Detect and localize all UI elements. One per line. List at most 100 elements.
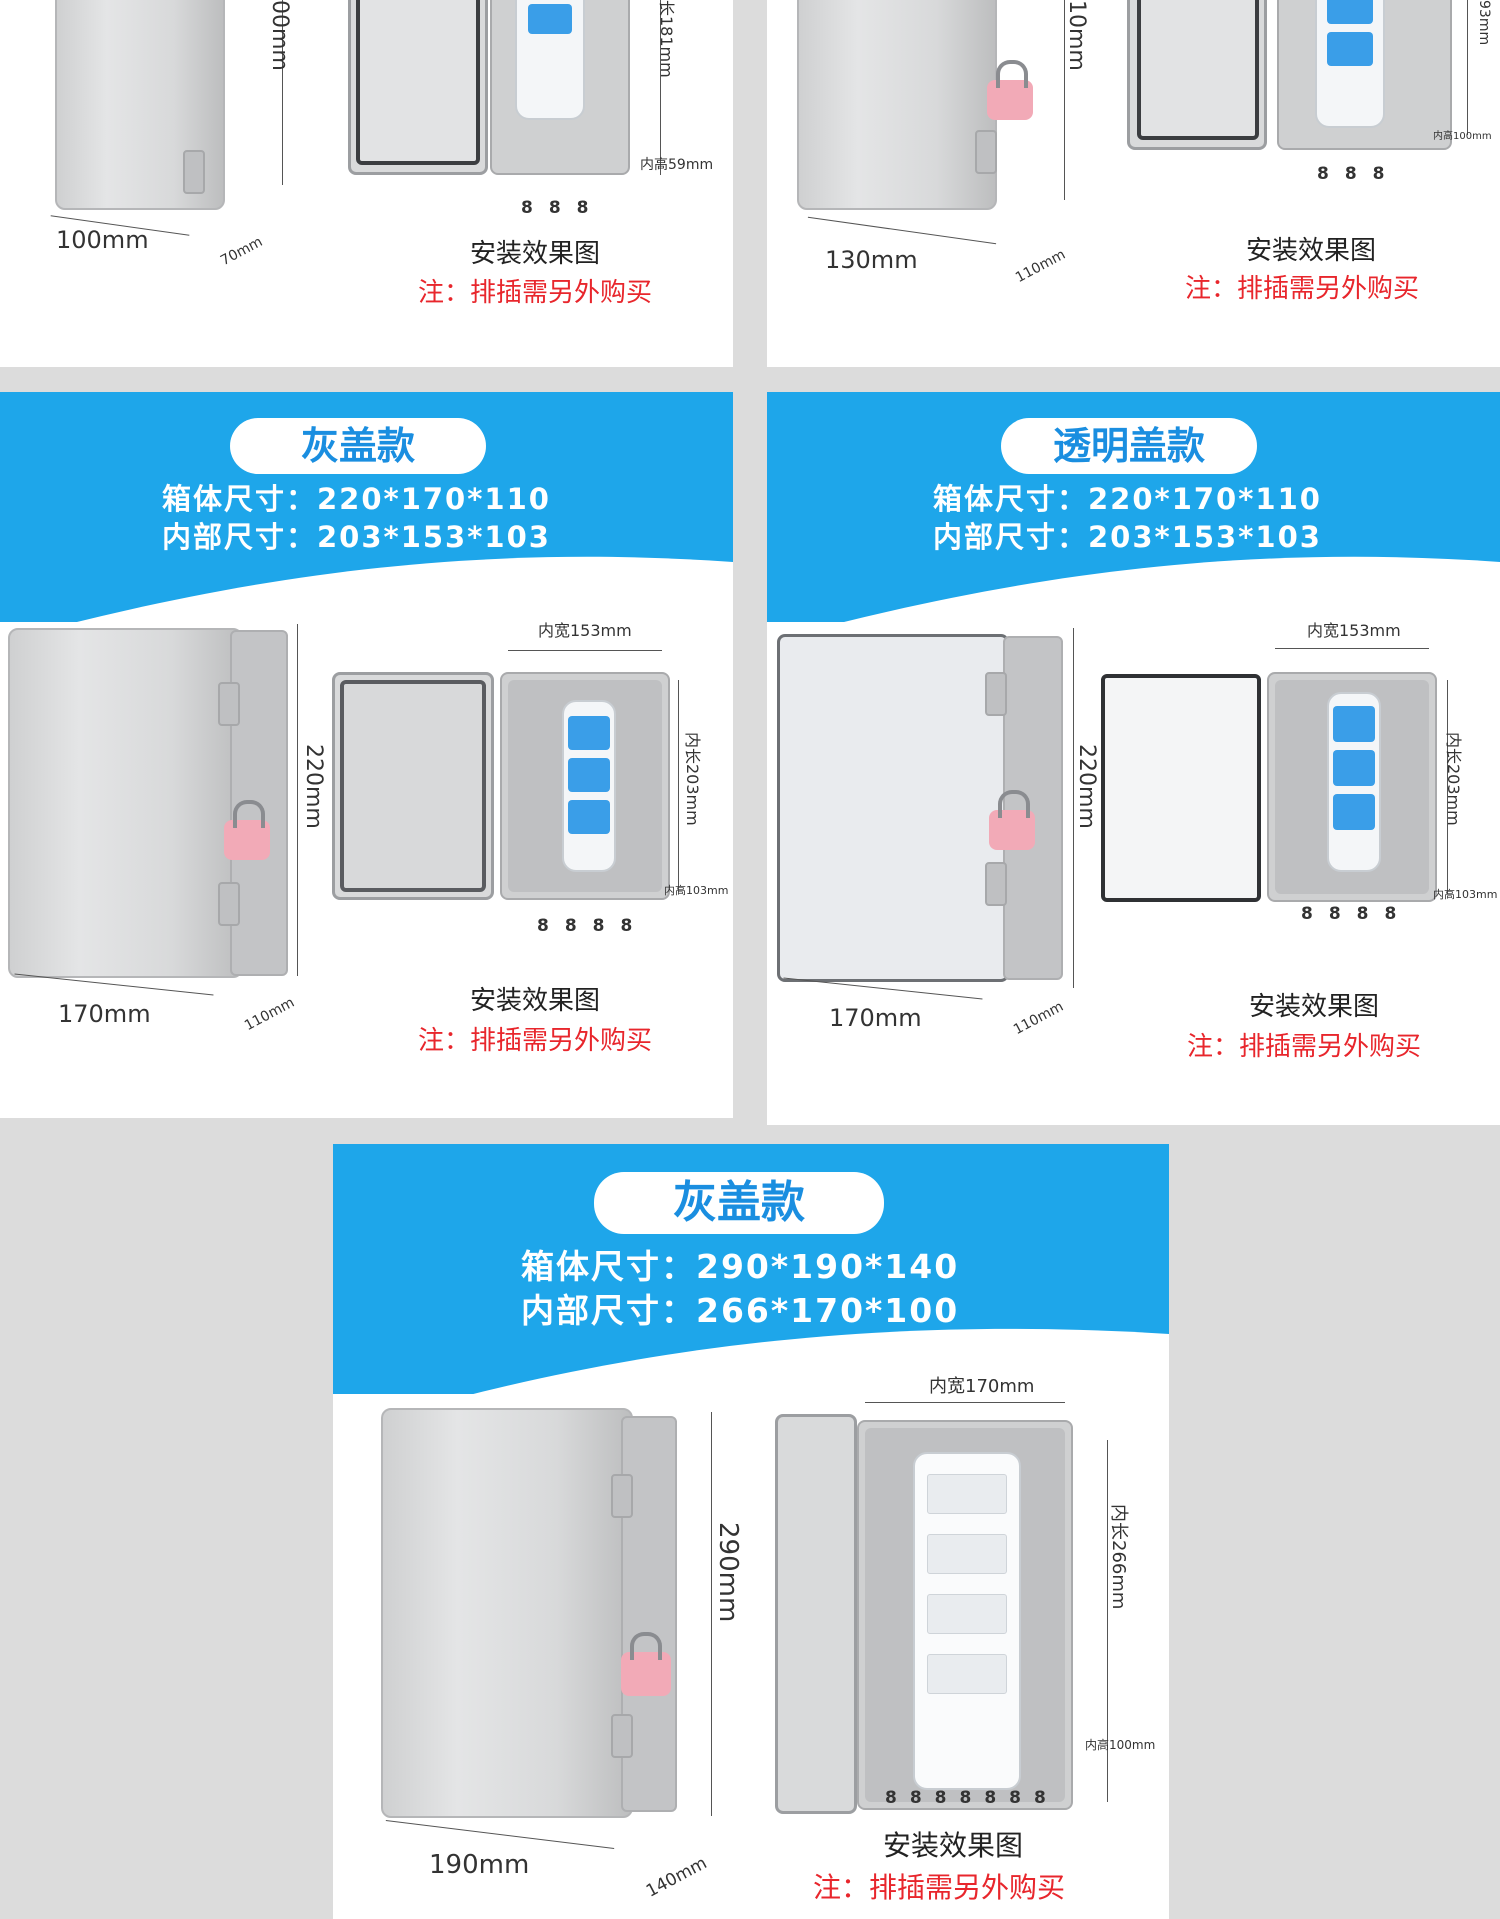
depth-dim-label: 140mm bbox=[643, 1853, 711, 1902]
socket-icon bbox=[568, 716, 610, 750]
height-dim-line bbox=[297, 624, 298, 976]
height-dim-label: 220mm bbox=[301, 744, 326, 829]
purchase-note: 注：排插需另外购买 bbox=[418, 1026, 653, 1056]
hinge bbox=[183, 150, 205, 194]
lid-inner-frame bbox=[1137, 0, 1259, 140]
product-panel-grey-lid-290: 灰盖款 箱体尺寸：290*190*140 内部尺寸：266*170*100 29… bbox=[333, 1144, 1169, 1919]
combination-lock bbox=[224, 800, 270, 860]
box-size-spec: 箱体尺寸：220*170*110 bbox=[162, 482, 551, 516]
box-size-spec: 箱体尺寸：290*190*140 bbox=[521, 1247, 960, 1286]
variant-title: 透明盖款 bbox=[1001, 418, 1257, 474]
mounting-holes-label: 888 bbox=[521, 198, 605, 218]
box-size-spec: 箱体尺寸：220*170*110 bbox=[933, 482, 1322, 516]
socket-icon bbox=[927, 1654, 1007, 1694]
hinge-top bbox=[218, 682, 240, 726]
inner-width-line bbox=[865, 1402, 1065, 1403]
inner-width-line bbox=[1275, 648, 1429, 649]
depth-dim-label: 110mm bbox=[242, 994, 298, 1035]
width-dim-line bbox=[807, 216, 997, 245]
inner-width-line bbox=[508, 650, 662, 651]
transparent-lid-frame bbox=[1101, 674, 1261, 902]
inner-length-line bbox=[1467, 0, 1468, 135]
socket-icon bbox=[1327, 0, 1373, 24]
inner-length-label: 93mm bbox=[1476, 0, 1492, 46]
depth-dim-label: 70mm bbox=[218, 233, 266, 270]
install-caption: 安装效果图 bbox=[470, 239, 601, 269]
inner-height-label: 内高103mm bbox=[1433, 888, 1498, 901]
width-dim-label: 170mm bbox=[829, 1004, 922, 1032]
lid-inner-frame bbox=[340, 680, 486, 892]
inner-size-spec: 内部尺寸：203*153*103 bbox=[933, 520, 1322, 554]
inner-height-label: 内高100mm bbox=[1085, 1738, 1156, 1752]
purchase-note: 注：排插需另外购买 bbox=[813, 1871, 1066, 1904]
purchase-note: 注：排插需另外购买 bbox=[1185, 274, 1420, 304]
inner-height-label: 内高59mm bbox=[640, 157, 714, 173]
combination-lock bbox=[621, 1632, 671, 1696]
combination-lock bbox=[987, 60, 1033, 120]
box-side-panel bbox=[1003, 636, 1063, 980]
inner-length-line bbox=[1107, 1440, 1108, 1802]
variant-title: 灰盖款 bbox=[594, 1172, 884, 1234]
width-dim-label: 170mm bbox=[58, 1000, 151, 1028]
variant-title: 灰盖款 bbox=[230, 418, 486, 474]
install-caption: 安装效果图 bbox=[1246, 236, 1377, 266]
socket-icon bbox=[568, 800, 610, 834]
purchase-note: 注：排插需另外购买 bbox=[1187, 1032, 1422, 1062]
socket-icon bbox=[568, 758, 610, 792]
height-dim-label: 290mm bbox=[713, 1522, 743, 1623]
socket-icon bbox=[927, 1474, 1007, 1514]
socket-icon bbox=[1333, 706, 1375, 742]
socket-icon bbox=[927, 1594, 1007, 1634]
product-panel-top-right: 10mm 130mm 110mm 93mm 内高100mm 888 安装效果图 … bbox=[767, 0, 1500, 367]
product-panel-top-left: 00mm 100mm 70mm 长181mm 内高59mm 888 安装效果图 … bbox=[0, 0, 733, 367]
width-dim-line bbox=[385, 1819, 615, 1850]
transparent-box-illustration bbox=[777, 634, 1009, 982]
hinge-top bbox=[985, 672, 1007, 716]
mounting-holes-label: 888 bbox=[1317, 164, 1401, 184]
inner-length-line bbox=[678, 680, 679, 892]
hinge bbox=[975, 130, 997, 174]
width-dim-label: 190mm bbox=[429, 1850, 530, 1880]
inner-length-label: 长181mm bbox=[657, 0, 676, 78]
inner-width-label: 内宽170mm bbox=[929, 1376, 1035, 1397]
height-dim-label: 00mm bbox=[267, 0, 292, 71]
purchase-note: 注：排插需另外购买 bbox=[418, 278, 653, 308]
product-panel-transparent-lid-220: 透明盖款 箱体尺寸：220*170*110 内部尺寸：203*153*103 2… bbox=[767, 392, 1500, 1125]
depth-dim-label: 110mm bbox=[1013, 246, 1069, 287]
closed-box-illustration bbox=[797, 0, 997, 210]
inner-width-label: 内宽153mm bbox=[1307, 621, 1401, 640]
hinge-bottom bbox=[218, 882, 240, 926]
inner-height-label: 内高103mm bbox=[664, 884, 729, 897]
socket-icon bbox=[1333, 794, 1375, 830]
mounting-holes-label: 8888888 bbox=[885, 1788, 1059, 1808]
height-dim-line bbox=[711, 1412, 712, 1816]
mounting-holes-label: 8888 bbox=[1301, 904, 1413, 924]
install-caption: 安装效果图 bbox=[883, 1829, 1024, 1862]
mounting-holes-label: 8888 bbox=[537, 916, 649, 936]
inner-length-label: 内长203mm bbox=[1444, 732, 1463, 826]
inner-size-spec: 内部尺寸：266*170*100 bbox=[521, 1291, 960, 1330]
closed-box-illustration bbox=[381, 1408, 633, 1818]
lid-inner-frame bbox=[356, 0, 480, 165]
inner-height-label: 内高100mm bbox=[1433, 131, 1492, 142]
height-dim-line bbox=[1064, 0, 1065, 200]
inner-length-label-text: 内长203mm bbox=[683, 732, 702, 826]
socket-icon bbox=[528, 4, 572, 34]
inner-width-label: 内宽153mm bbox=[538, 621, 632, 640]
install-caption: 安装效果图 bbox=[470, 986, 601, 1016]
socket-icon bbox=[1327, 32, 1373, 66]
socket-icon bbox=[927, 1534, 1007, 1574]
product-panel-grey-lid-220: 灰盖款 箱体尺寸：220*170*110 内部尺寸：203*153*103 22… bbox=[0, 392, 733, 1118]
socket-icon bbox=[1333, 750, 1375, 786]
width-dim-label: 130mm bbox=[825, 246, 918, 274]
open-lid-illustration bbox=[775, 1414, 857, 1814]
closed-box-illustration bbox=[8, 628, 243, 978]
height-dim-line bbox=[1073, 628, 1074, 988]
hinge-bottom bbox=[611, 1714, 633, 1758]
inner-length-line bbox=[1447, 680, 1448, 894]
combination-lock bbox=[989, 790, 1035, 850]
hinge-top bbox=[611, 1474, 633, 1518]
depth-dim-label: 110mm bbox=[1011, 998, 1067, 1039]
height-dim-label: 220mm bbox=[1074, 744, 1099, 829]
height-dim-line bbox=[282, 0, 283, 185]
